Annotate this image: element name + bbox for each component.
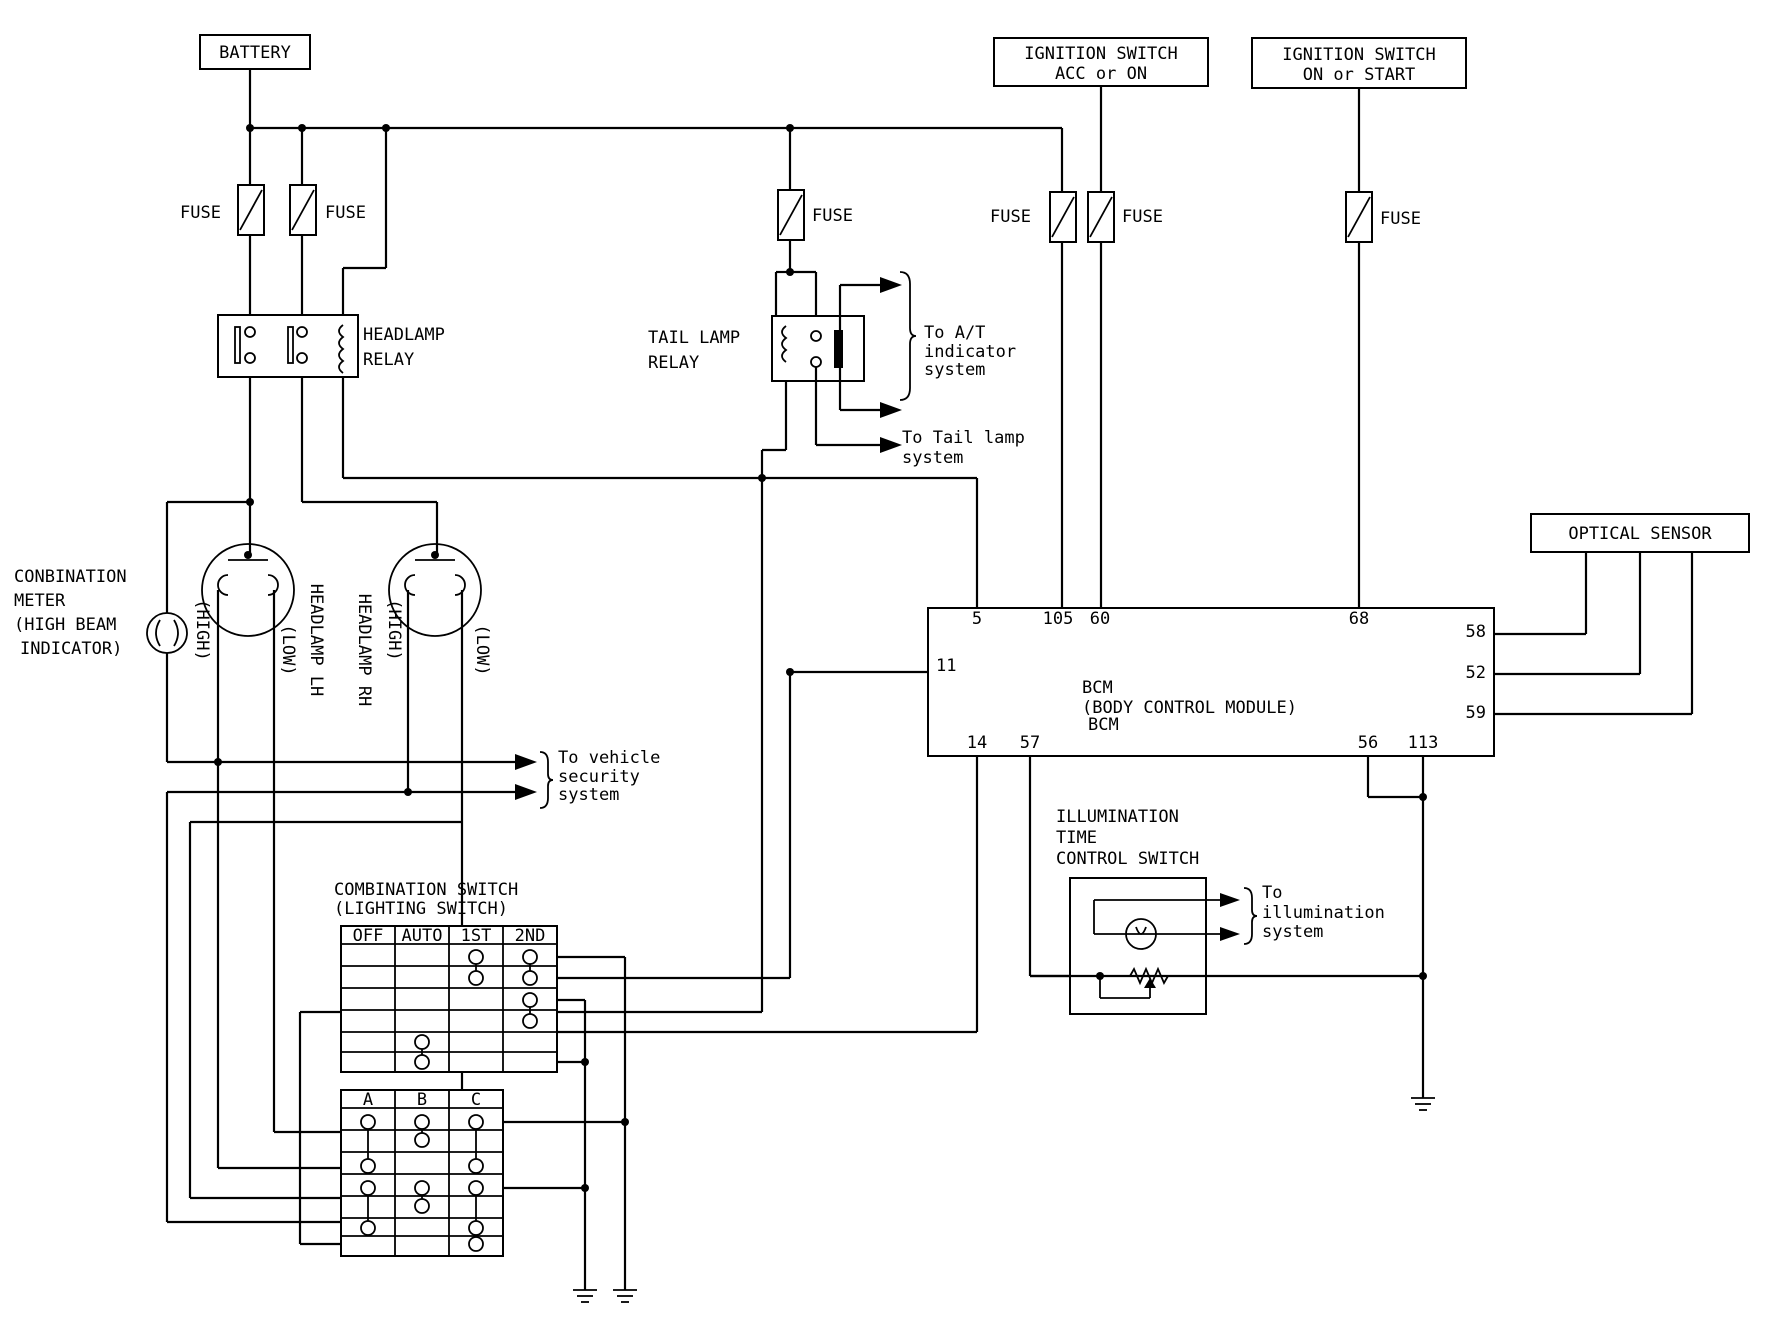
svg-text:INDICATOR): INDICATOR) bbox=[20, 639, 122, 659]
fuse-bcm-105: FUSE bbox=[990, 191, 1077, 608]
abc-switch: A B C bbox=[340, 1089, 629, 1257]
tail-lamp-relay: TAIL LAMP RELAY To A/T indicator system … bbox=[648, 268, 1025, 1012]
pin-58: 58 bbox=[1466, 622, 1486, 642]
bcm-ground-wiring bbox=[1366, 756, 1435, 1111]
headlamp-rh: HEADLAMP RH (HIGH) (LOW) bbox=[300, 377, 492, 1168]
svg-text:TAIL LAMP: TAIL LAMP bbox=[648, 328, 740, 348]
svg-text:indicator: indicator bbox=[924, 342, 1016, 362]
pin-105: 105 bbox=[1043, 609, 1074, 629]
svg-text:IGNITION SWITCH: IGNITION SWITCH bbox=[1024, 44, 1178, 64]
ignition-switch-on-box: IGNITION SWITCH ON or START bbox=[1251, 37, 1467, 192]
svg-text:ILLUMINATION: ILLUMINATION bbox=[1056, 807, 1179, 827]
svg-text:TIME: TIME bbox=[1056, 828, 1097, 848]
col-1st: 1ST bbox=[461, 926, 492, 946]
svg-text:(LOW): (LOW) bbox=[472, 624, 492, 675]
svg-text:(HIGH): (HIGH) bbox=[384, 599, 404, 660]
svg-text:FUSE: FUSE bbox=[812, 206, 853, 226]
pin-56: 56 bbox=[1358, 733, 1378, 753]
pin-60: 60 bbox=[1090, 609, 1110, 629]
svg-text:RELAY: RELAY bbox=[363, 350, 414, 370]
col-off: OFF bbox=[353, 926, 384, 946]
illumination-control-switch: ILLUMINATION TIME CONTROL SWITCH To illu… bbox=[1028, 756, 1423, 1015]
svg-text:(HIGH): (HIGH) bbox=[192, 599, 212, 660]
svg-text:IGNITION SWITCH: IGNITION SWITCH bbox=[1282, 45, 1436, 65]
fuse-tail-lamp: FUSE bbox=[777, 128, 853, 272]
abc-lead-wires bbox=[165, 792, 462, 1246]
headlamp-lh: (HIGH) (LOW) HEADLAMP LH bbox=[192, 377, 326, 1168]
ignition-switch-acc-box: IGNITION SWITCH ACC or ON bbox=[993, 37, 1209, 192]
svg-text:HEADLAMP LH: HEADLAMP LH bbox=[306, 584, 326, 697]
svg-text:FUSE: FUSE bbox=[180, 203, 221, 223]
svg-text:security: security bbox=[558, 767, 640, 787]
to-vehicle-security: To vehicle security system bbox=[167, 748, 660, 809]
lighting-switch: COMBINATION SWITCH (LIGHTING SWITCH) OFF… bbox=[334, 672, 979, 1244]
col-2nd: 2ND bbox=[515, 926, 546, 946]
headlamp-relay: HEADLAMP RELAY bbox=[217, 128, 979, 608]
svg-text:FUSE: FUSE bbox=[1122, 207, 1163, 227]
optical-sensor: OPTICAL SENSOR bbox=[1494, 513, 1750, 716]
svg-text:BCM: BCM bbox=[1088, 715, 1119, 735]
pin-113: 113 bbox=[1408, 733, 1439, 753]
svg-text:system: system bbox=[558, 785, 619, 805]
svg-text:(LIGHTING SWITCH): (LIGHTING SWITCH) bbox=[334, 899, 508, 919]
svg-text:HEADLAMP RH: HEADLAMP RH bbox=[354, 594, 374, 707]
pin-14: 14 bbox=[967, 733, 987, 753]
svg-text:OPTICAL SENSOR: OPTICAL SENSOR bbox=[1568, 524, 1712, 544]
svg-text:(BODY CONTROL MODULE): (BODY CONTROL MODULE) bbox=[1082, 698, 1297, 718]
fuse-bcm-60: FUSE bbox=[1087, 191, 1163, 608]
svg-text:(HIGH BEAM: (HIGH BEAM bbox=[14, 615, 116, 635]
svg-text:COMBINATION SWITCH: COMBINATION SWITCH bbox=[334, 880, 518, 900]
svg-text:system: system bbox=[902, 448, 963, 468]
fuse-headlamp-1: FUSE bbox=[180, 128, 265, 320]
svg-text:(LOW): (LOW) bbox=[278, 624, 298, 675]
pin-5: 5 bbox=[972, 609, 982, 629]
svg-text:BATTERY: BATTERY bbox=[219, 43, 291, 63]
pin-11: 11 bbox=[936, 656, 956, 676]
col-auto: AUTO bbox=[402, 926, 443, 946]
pin-59: 59 bbox=[1466, 703, 1486, 723]
bcm-pin11-wire bbox=[786, 668, 928, 676]
svg-text:system: system bbox=[924, 360, 985, 380]
svg-text:ON or START: ON or START bbox=[1303, 65, 1416, 85]
bcm-module: BCM BCM BCM (BODY CONTROL MODULE) 5 105 … bbox=[927, 607, 1495, 757]
svg-text:RELAY: RELAY bbox=[648, 353, 699, 373]
svg-text:BCM: BCM bbox=[1082, 678, 1113, 698]
svg-text:To: To bbox=[1262, 883, 1282, 903]
svg-text:FUSE: FUSE bbox=[990, 207, 1031, 227]
ground-symbols-left bbox=[573, 1244, 637, 1303]
svg-text:To Tail lamp: To Tail lamp bbox=[902, 428, 1025, 448]
battery-bus-wires bbox=[246, 69, 1064, 192]
col-a: A bbox=[363, 1090, 373, 1110]
battery-box: BATTERY bbox=[199, 34, 311, 70]
fuse-headlamp-2: FUSE bbox=[289, 128, 366, 320]
pin-57: 57 bbox=[1020, 733, 1040, 753]
svg-text:To A/T: To A/T bbox=[924, 323, 985, 343]
pin-52: 52 bbox=[1466, 663, 1486, 683]
combination-meter: CONBINATION METER (HIGH BEAM INDICATOR) bbox=[14, 500, 250, 762]
col-c: C bbox=[471, 1090, 481, 1110]
svg-text:illumination: illumination bbox=[1262, 903, 1385, 923]
svg-text:ACC or ON: ACC or ON bbox=[1055, 64, 1147, 84]
svg-text:FUSE: FUSE bbox=[325, 203, 366, 223]
fuse-bcm-68: FUSE bbox=[1345, 191, 1421, 608]
svg-text:CONBINATION: CONBINATION bbox=[14, 567, 127, 587]
col-b: B bbox=[417, 1090, 427, 1110]
svg-text:system: system bbox=[1262, 922, 1323, 942]
svg-text:FUSE: FUSE bbox=[1380, 209, 1421, 229]
svg-text:HEADLAMP: HEADLAMP bbox=[363, 325, 445, 345]
svg-text:METER: METER bbox=[14, 591, 66, 611]
svg-text:To vehicle: To vehicle bbox=[558, 748, 660, 768]
svg-text:CONTROL SWITCH: CONTROL SWITCH bbox=[1056, 849, 1199, 869]
pin-68: 68 bbox=[1349, 609, 1369, 629]
